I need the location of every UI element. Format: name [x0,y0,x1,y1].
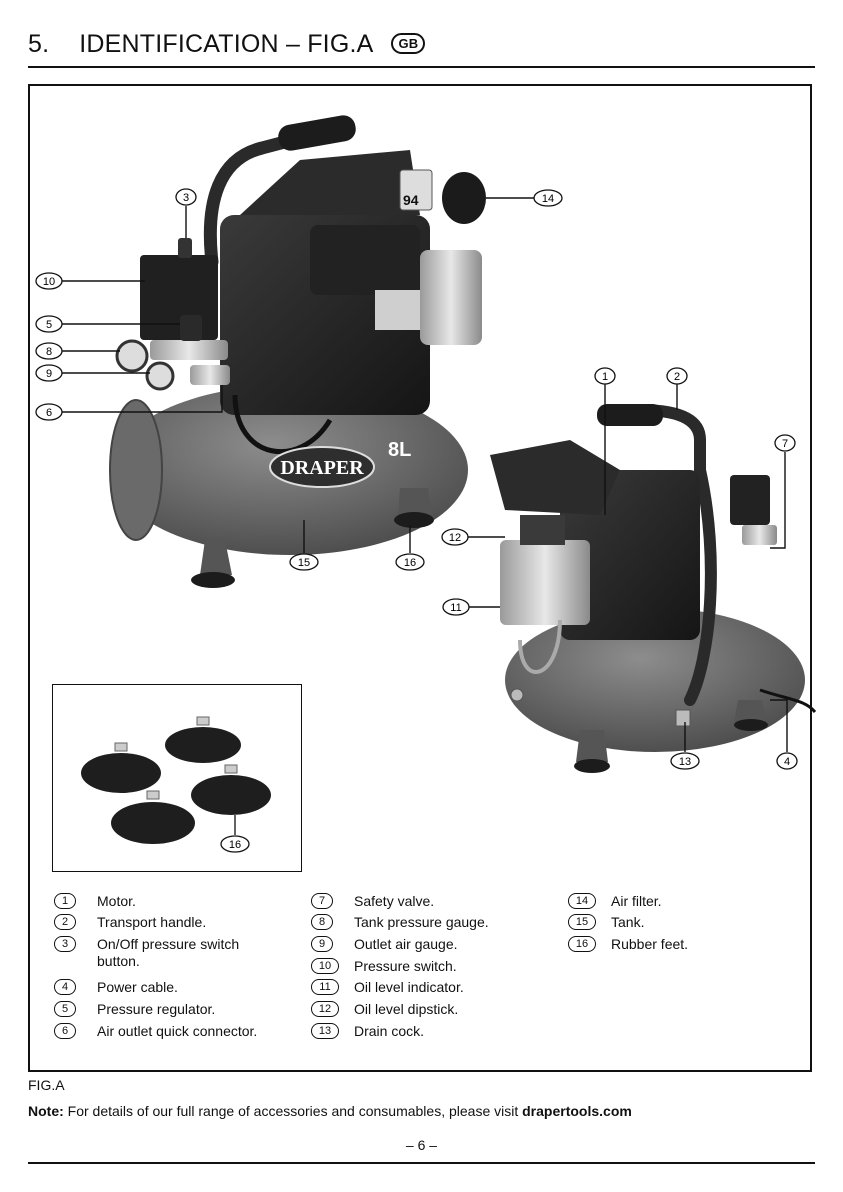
svg-text:12: 12 [449,532,461,544]
svg-text:5: 5 [46,319,52,331]
note-prefix: Note: [28,1103,64,1119]
callout-6: 6 [36,404,62,420]
note-text: For details of our full range of accesso… [64,1103,522,1119]
callout-7: 7 [775,435,795,451]
svg-text:14: 14 [542,193,554,205]
inset-callout-16: 16 [229,839,241,851]
svg-text:13: 13 [679,756,691,768]
svg-text:10: 10 [43,276,55,288]
svg-text:15: 15 [298,557,310,569]
callout-12: 12 [442,529,468,545]
svg-text:9: 9 [46,368,52,380]
svg-text:1: 1 [602,371,608,383]
svg-text:7: 7 [782,438,788,450]
callout-3: 3 [176,189,196,205]
footer-note: Note: For details of our full range of a… [28,1103,632,1119]
callout-9: 9 [36,365,62,381]
callout-2: 2 [667,368,687,384]
svg-text:4: 4 [784,756,790,768]
figure-caption: FIG.A [28,1077,65,1093]
callout-15: 15 [290,554,318,570]
svg-text:11: 11 [450,602,461,614]
callout-14: 14 [534,190,562,206]
svg-text:8: 8 [46,346,52,358]
callout-13: 13 [671,753,699,769]
svg-text:6: 6 [46,407,52,419]
rubber-feet-inset: 16 [52,684,302,872]
callout-11: 11 [443,599,469,615]
callout-10: 10 [36,273,62,289]
rubber-feet-illustration: 16 [53,685,300,870]
callout-8: 8 [36,343,62,359]
website-link[interactable]: drapertools.com [522,1103,632,1119]
compressor-front-view: DRAPER 8L 94 [110,113,486,588]
callout-16: 16 [396,554,424,570]
footer-rule [28,1162,815,1164]
noise-level-label: 94 [403,192,419,208]
svg-text:3: 3 [183,192,189,204]
page-number: – 6 – [0,1137,843,1153]
brand-logo-text: DRAPER [280,457,364,479]
svg-text:2: 2 [674,371,680,383]
callout-4: 4 [777,753,797,769]
compressor-rear-view [490,404,815,773]
svg-text:16: 16 [404,557,416,569]
callout-5: 5 [36,316,62,332]
capacity-label: 8L [388,439,411,461]
callout-1: 1 [595,368,615,384]
